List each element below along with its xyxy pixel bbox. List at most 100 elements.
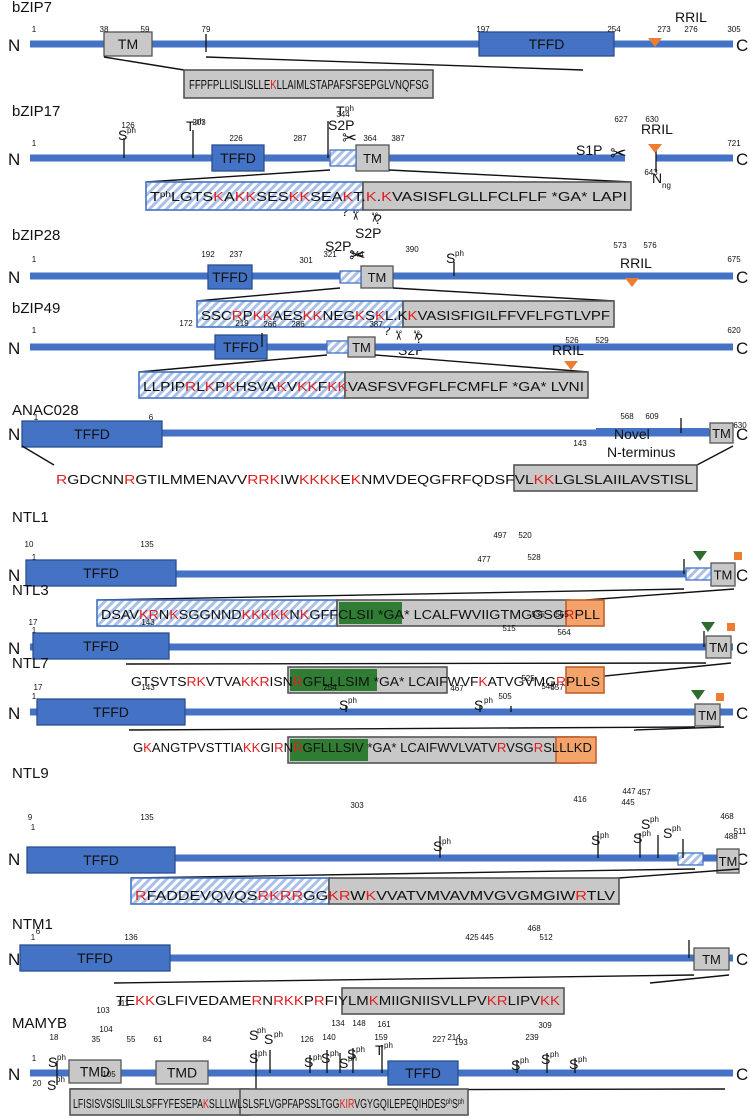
basic-residue: KK [253, 308, 273, 323]
residue-number: 505 [498, 692, 512, 701]
n-terminus-label: N [8, 425, 20, 444]
residue-number: 364 [363, 134, 377, 143]
scissors-icon: ✂ [610, 143, 627, 165]
sequence-segment: FADDEVQVQS [147, 888, 258, 903]
residue-number: 526 [565, 336, 579, 345]
sequence-text: FFPFPLLISLISLLEKLLAIMLSTAPAFSFSEPGLVNQFS… [189, 77, 429, 92]
domain-label: TM [702, 952, 721, 967]
residue-number: 721 [727, 139, 741, 148]
protein-name: MAMYB [12, 1015, 67, 1032]
basic-residue: KK [289, 189, 311, 204]
basic-residue: KIR [340, 1096, 355, 1111]
residue-number: 20 [33, 1079, 42, 1088]
basic-residue: KKR [241, 674, 270, 689]
c-terminus-label: C [736, 566, 748, 585]
basic-residue: KKKK [299, 472, 341, 487]
tffd-domain [207, 264, 253, 290]
residue-number: 79 [202, 25, 211, 34]
rril-arrow-icon [648, 144, 662, 153]
domain-label: TFFD [83, 638, 119, 654]
site-label: S [264, 1031, 273, 1047]
residue-number: 214 [447, 1033, 461, 1042]
basic-residue: KK [135, 993, 155, 1008]
residue-number: 305 [727, 25, 741, 34]
residue-number: 103 [96, 1006, 110, 1015]
residue-number: 568 [620, 412, 634, 421]
residue-number: 416 [573, 795, 587, 804]
sequence-segment: S [365, 308, 375, 323]
residue-number: 140 [322, 1033, 336, 1042]
residue-number: 555 [555, 610, 569, 619]
tm-domain [705, 635, 732, 659]
c-terminus-label: C [736, 950, 748, 969]
basic-residue: K [225, 379, 236, 394]
sequence-segment: LKD [567, 740, 592, 755]
sequence-segment: CALFWVIIG [422, 607, 501, 622]
sequence-segment: SFVL [495, 472, 534, 487]
site-label: S2P [328, 117, 354, 133]
site-label: S [249, 1050, 258, 1066]
site-label: S [541, 1051, 550, 1067]
site-label: N-terminus [607, 444, 675, 460]
sequence-segment: NMVDEQGFRFQD [361, 472, 495, 487]
sequence-segment: GFLLLSIM *GA* L [303, 674, 416, 689]
domain-label: TM [719, 854, 738, 869]
basic-residue: KKKKK [242, 607, 290, 622]
rril-arrow-icon [625, 278, 639, 287]
zoom-connector [374, 354, 589, 373]
protein-name: NTM1 [12, 916, 53, 933]
basic-residue: R [274, 740, 283, 755]
site-label: ph [330, 1049, 339, 1058]
site-label: ng [662, 181, 671, 190]
sequence-segment: GTSVTS [131, 674, 187, 689]
basic-residue: K [478, 674, 488, 689]
protein-name: ANAC028 [12, 402, 79, 419]
tm-domain [709, 422, 734, 444]
site-label: ph [313, 1053, 322, 1062]
sequence-segment: GG [303, 888, 328, 903]
site-label: ph [672, 824, 681, 833]
sequence-segment: E [340, 472, 351, 487]
site-label: S [511, 1057, 520, 1073]
site-label: S [433, 838, 442, 854]
domain-label: TFFD [529, 36, 565, 52]
basic-residue: K [327, 379, 338, 394]
residue-number: 35 [92, 1035, 101, 1044]
site-label: ph [484, 696, 493, 705]
zoom-connector [696, 445, 734, 466]
tffd-domain [26, 846, 176, 874]
hatched-region [326, 340, 349, 354]
zoom-connector [128, 726, 696, 731]
sequence-segment: CAIFWVLVATV [407, 740, 497, 755]
rril-arrow-icon [564, 361, 578, 370]
residue-number: 445 [480, 933, 494, 942]
sequence-region-box [341, 987, 565, 1015]
residue-number: 529 [595, 336, 609, 345]
gxxxg-motif-box [339, 602, 402, 624]
phospho-superscript: ph [160, 190, 171, 199]
protein-backbone [30, 854, 733, 862]
residue-number: 1 [32, 1054, 37, 1063]
residue-number: 1 [31, 933, 36, 942]
residue-number: 227 [432, 1035, 446, 1044]
sequence-segment: SEA [310, 189, 343, 204]
sequence-segment: T. [353, 189, 366, 204]
sequence-segment: TMGGSG [500, 607, 564, 622]
residue-number: 497 [493, 531, 507, 540]
zoom-connector [633, 726, 725, 731]
site-label: S [48, 1054, 57, 1070]
sequence-segment: AES [273, 308, 303, 323]
residue-number: 309 [538, 1021, 552, 1030]
sequence-segment: PLLS [566, 674, 600, 689]
sequence-segment: LLPIP [143, 379, 185, 394]
site-label: ph [257, 1026, 266, 1035]
site-label: ph [356, 1045, 365, 1054]
site-label: ph [57, 1053, 66, 1062]
residue-number: 630 [733, 421, 747, 430]
site-label: RRIL [641, 121, 673, 137]
domain-label: TM [714, 568, 733, 583]
residue-number: 511 [734, 827, 747, 836]
residue-number: 17 [34, 683, 43, 692]
sequence-segment: TE [116, 993, 135, 1008]
